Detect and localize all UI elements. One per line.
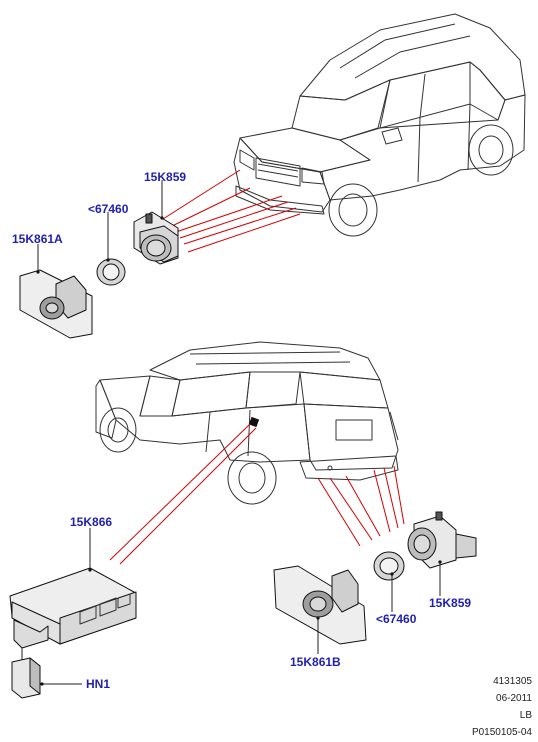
- rear-leader-lines: [109, 423, 405, 565]
- front-grommet: [96, 258, 126, 286]
- front-callout-leaders: [36, 180, 164, 274]
- rear-grommet: [373, 551, 405, 581]
- parking-aid-module: [9, 567, 137, 649]
- callout-15k861a: 15K861A: [12, 232, 63, 246]
- callout-15k866: 15K866: [70, 515, 113, 529]
- front-parking-sensor: [133, 211, 179, 265]
- front-sensor-bracket: [19, 269, 93, 339]
- rear-sensor-bracket: [273, 565, 367, 645]
- diagram-date: 06-2011: [496, 693, 532, 704]
- callout-67460-front: <67460: [88, 202, 129, 216]
- callout-15k861b: 15K861B: [290, 655, 341, 669]
- diagram-number: 4131305: [493, 676, 532, 687]
- front-leader-lines: [151, 169, 301, 253]
- diagram-reference: P0150105-04: [471, 727, 532, 738]
- callout-hn1: HN1: [86, 677, 111, 691]
- diagram-code: LB: [519, 710, 532, 721]
- callout-15k859-rear: 15K859: [429, 596, 472, 610]
- rear-callout-leaders: [40, 528, 442, 686]
- front-vehicle-drawing: [233, 13, 526, 237]
- callout-67460-rear: <67460: [376, 612, 417, 626]
- rear-vehicle-drawing: [95, 341, 399, 505]
- harness-connector: [11, 648, 41, 699]
- rear-parking-sensor: [407, 511, 477, 569]
- callout-15k859-front: 15K859: [144, 170, 187, 184]
